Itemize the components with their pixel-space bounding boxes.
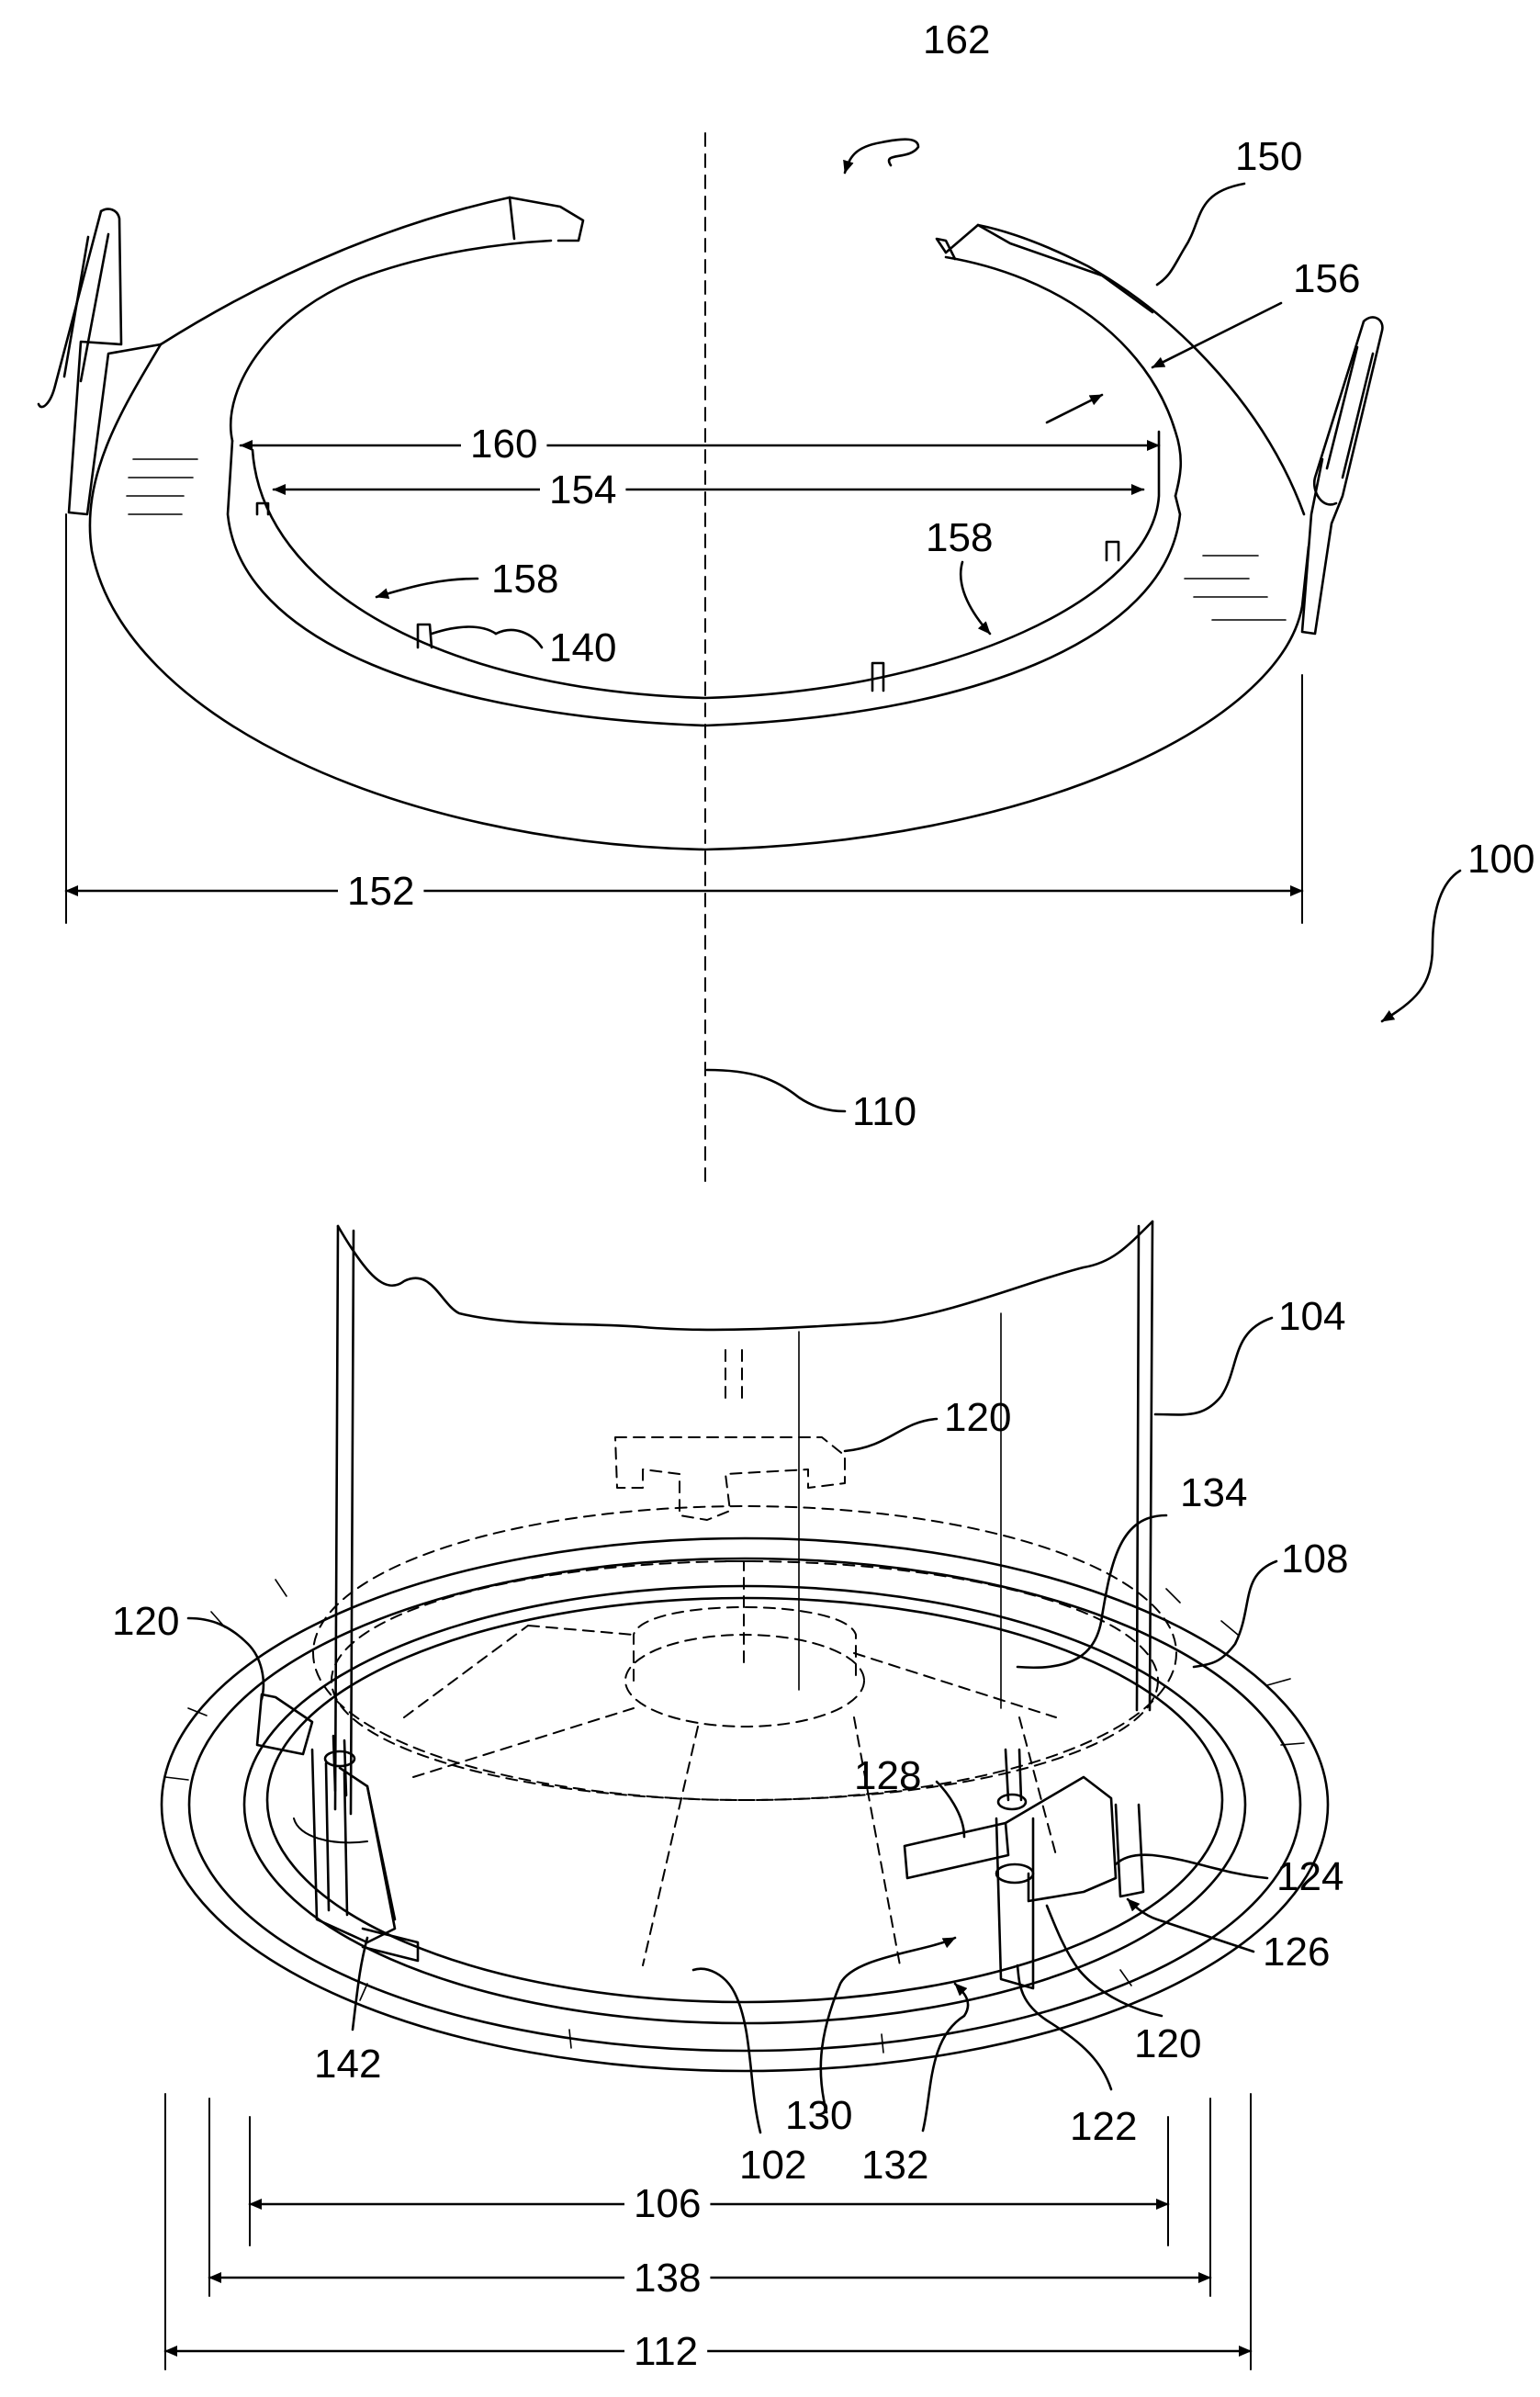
label-138: 138 <box>634 2256 701 2301</box>
label-152: 152 <box>347 869 414 914</box>
internal-reflector-hidden <box>313 1350 1176 1965</box>
leader-120-left <box>188 1618 264 1699</box>
housing-104 <box>335 1221 1152 1814</box>
leader-162 <box>845 140 918 173</box>
leader-150 <box>1157 184 1244 285</box>
label-130: 130 <box>785 2093 852 2138</box>
label-156: 156 <box>1293 256 1360 301</box>
leader-108 <box>1194 1561 1276 1667</box>
label-120-left: 120 <box>112 1599 179 1644</box>
trim-ring-150 <box>90 197 1309 850</box>
label-132: 132 <box>861 2143 928 2188</box>
leader-110 <box>707 1070 845 1111</box>
leader-140 <box>496 630 542 647</box>
spring-clip-right <box>1302 317 1382 634</box>
leader-100 <box>1382 871 1460 1021</box>
label-100: 100 <box>1467 837 1534 882</box>
leader-120-top <box>845 1419 937 1451</box>
leader-130 <box>821 1938 955 2112</box>
leader-158-right <box>961 562 990 634</box>
label-150: 150 <box>1235 134 1302 179</box>
label-162: 162 <box>923 17 990 62</box>
label-128: 128 <box>854 1753 921 1798</box>
label-124: 124 <box>1276 1854 1343 1899</box>
leader-158-left <box>377 579 478 597</box>
label-120-top: 120 <box>944 1395 1011 1440</box>
label-134: 134 <box>1180 1470 1247 1515</box>
leader-104 <box>1155 1318 1272 1414</box>
label-120-right: 120 <box>1134 2021 1201 2066</box>
label-112: 112 <box>634 2329 698 2374</box>
label-140: 140 <box>549 625 616 670</box>
reference-labels: 162 150 156 160 154 158 158 140 152 100 … <box>112 17 1534 2376</box>
label-110: 110 <box>852 1089 916 1134</box>
label-104: 104 <box>1278 1294 1345 1339</box>
leader-156 <box>1152 303 1281 367</box>
label-106: 106 <box>634 2181 701 2226</box>
label-158-right: 158 <box>926 515 993 560</box>
leader-124 <box>1116 1855 1267 1878</box>
label-126: 126 <box>1263 1930 1330 1975</box>
leader-156b <box>1047 395 1102 422</box>
leader-126 <box>1128 1899 1253 1952</box>
label-160: 160 <box>470 422 537 467</box>
label-108: 108 <box>1281 1536 1348 1581</box>
label-142: 142 <box>314 2042 381 2087</box>
leader-128 <box>937 1782 964 1837</box>
mounting-clip-120-left <box>257 1694 418 1961</box>
label-154: 154 <box>549 467 616 512</box>
label-158-left: 158 <box>491 557 558 602</box>
label-122: 122 <box>1070 2104 1137 2149</box>
label-102: 102 <box>739 2143 806 2188</box>
